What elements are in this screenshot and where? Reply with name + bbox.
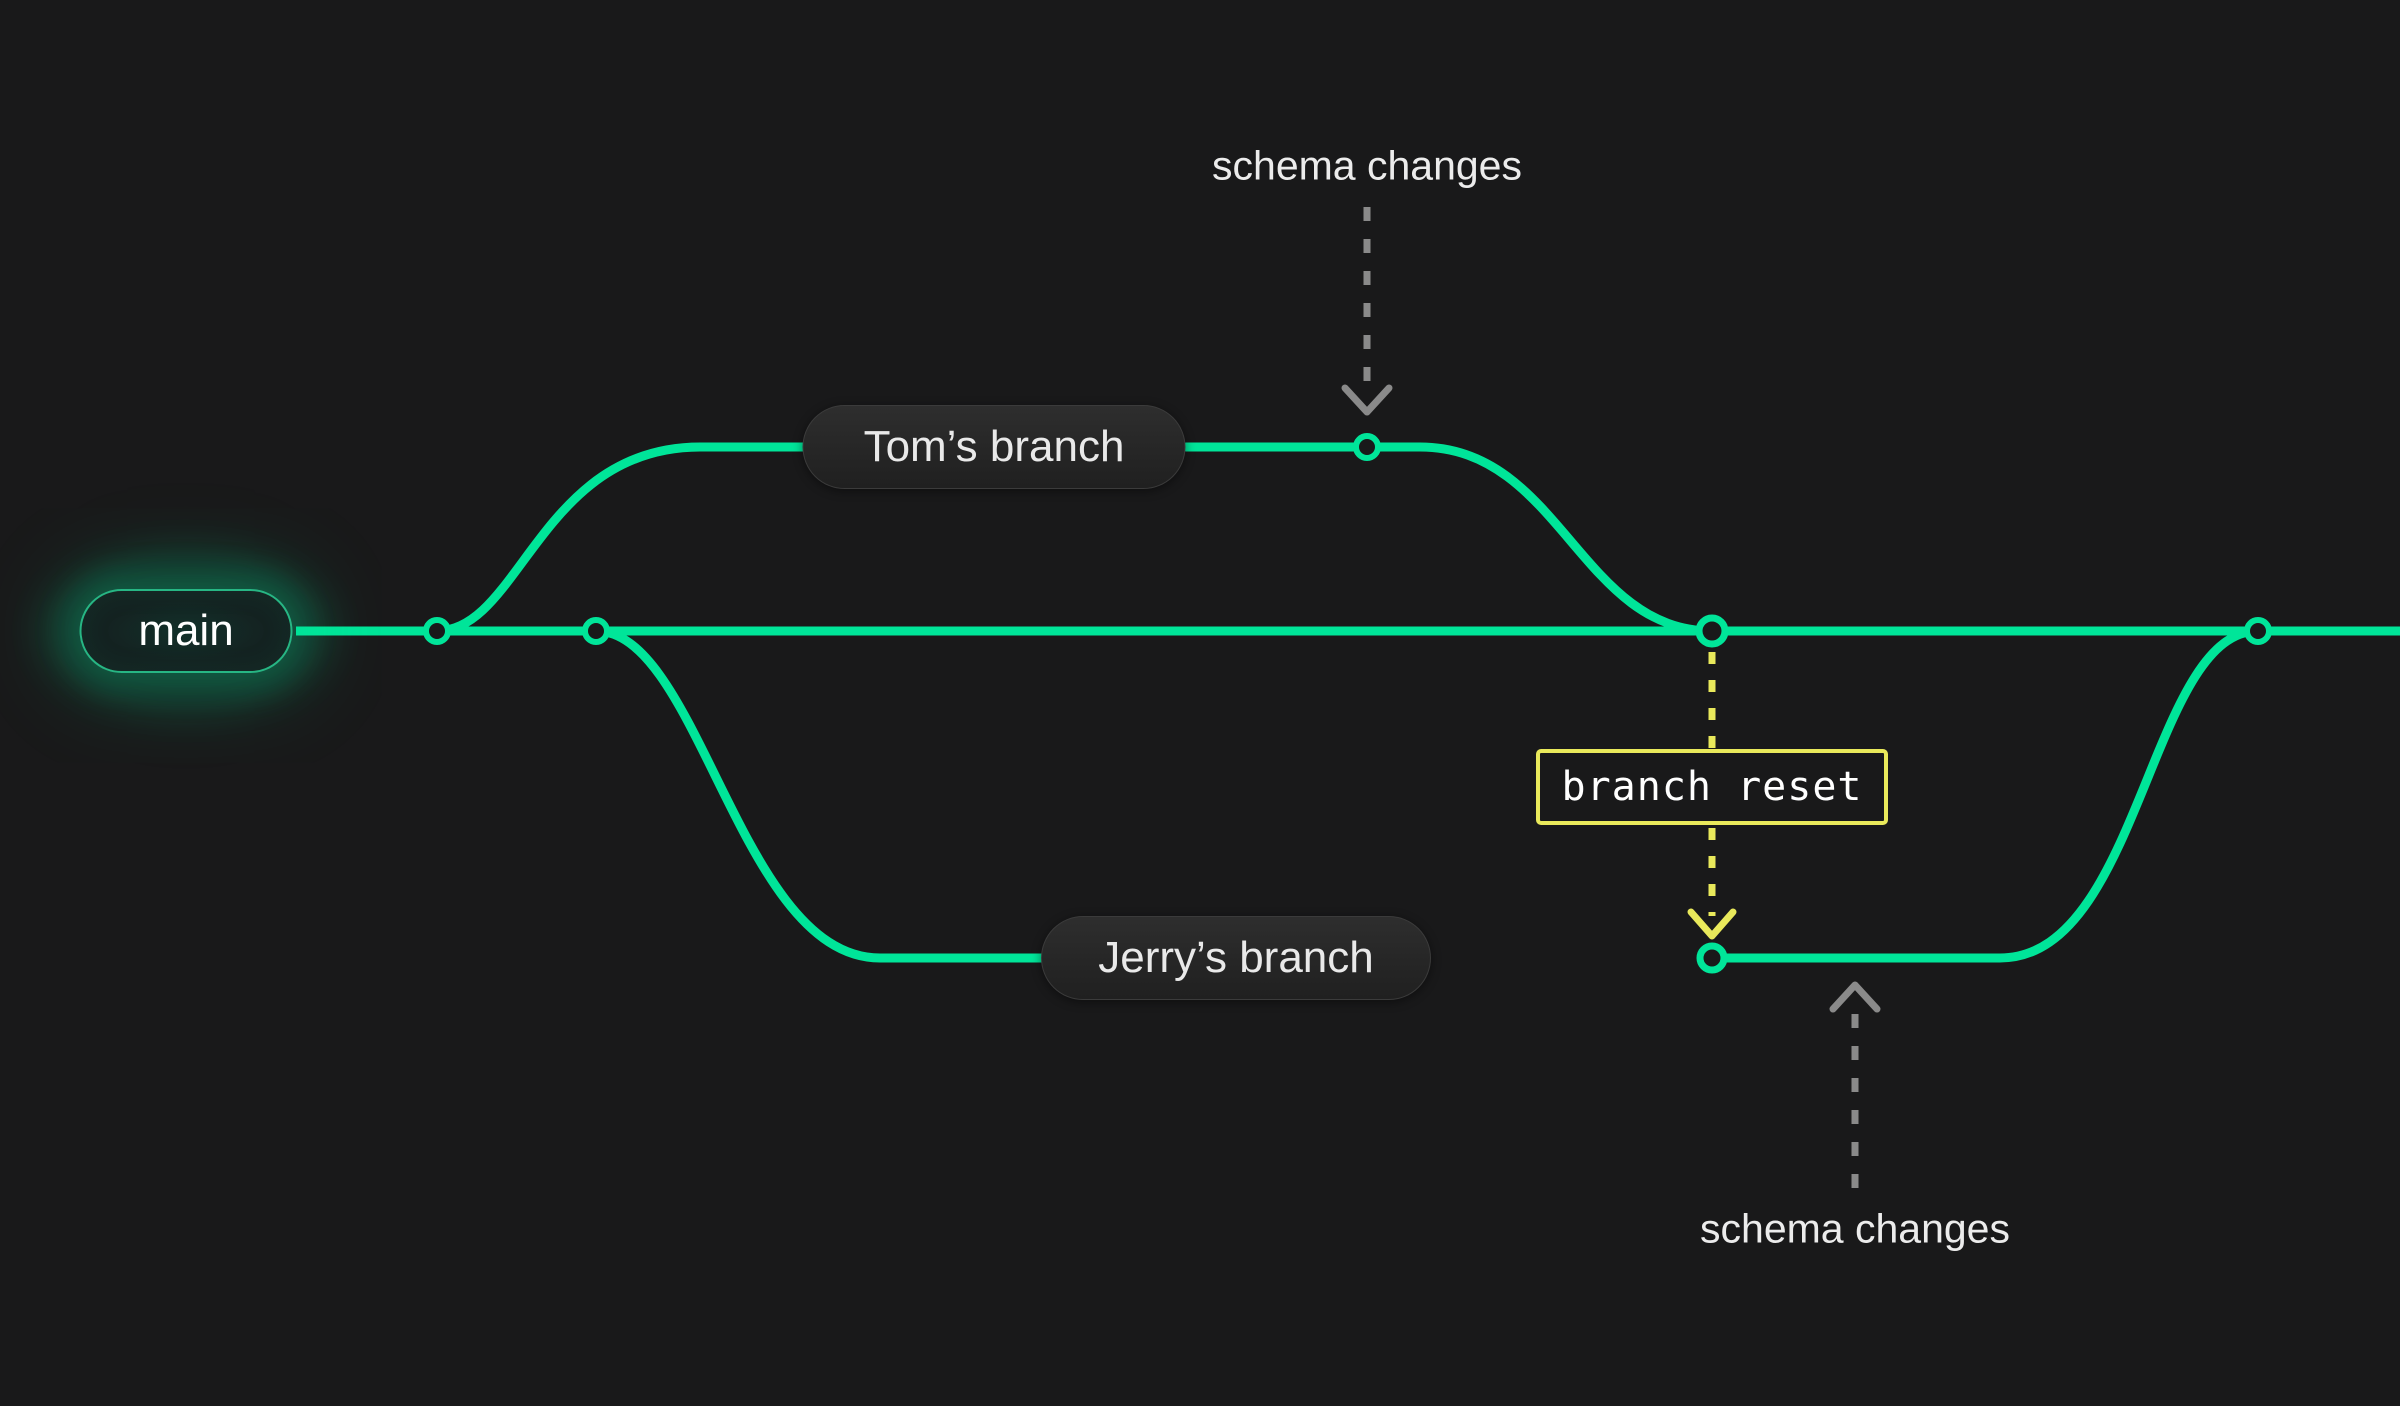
- jerrys-branch-line: [591, 626, 2263, 963]
- arrowhead-down-icon: [1341, 384, 1393, 416]
- callout-branch-reset-label: branch reset: [1561, 764, 1863, 810]
- commit-nodes: [423, 433, 2272, 974]
- arrowhead-up-icon: [1829, 981, 1881, 1013]
- branch-reset-connector: [1687, 652, 1737, 940]
- branch-pill-main-label: main: [138, 606, 234, 655]
- branch-pill-toms-branch[interactable]: Tom’s branch: [802, 405, 1186, 489]
- branch-pill-main[interactable]: main: [79, 589, 293, 673]
- commit-node-toms-schema-changes[interactable]: [1353, 433, 1381, 461]
- commit-node-main-2[interactable]: [582, 617, 610, 645]
- branch-pill-jerrys-branch[interactable]: Jerry’s branch: [1041, 916, 1431, 1000]
- arrowhead-down-yellow-icon: [1687, 908, 1737, 940]
- branch-pill-toms-branch-label: Tom’s branch: [863, 422, 1125, 471]
- schema-changes-bottom-arrow: [1829, 981, 1881, 1188]
- schema-changes-top-arrow: [1341, 207, 1393, 416]
- commit-node-main-merge[interactable]: [1695, 614, 1729, 648]
- commit-node-main-3[interactable]: [2244, 617, 2272, 645]
- commit-node-main-1[interactable]: [423, 617, 451, 645]
- branch-pill-jerrys-branch-label: Jerry’s branch: [1098, 933, 1374, 982]
- toms-branch-line: [432, 442, 1717, 636]
- commit-node-jerrys-reset[interactable]: [1696, 942, 1728, 974]
- annotation-label-schema-changes-top: schema changes: [1212, 142, 1522, 189]
- callout-branch-reset[interactable]: branch reset: [1536, 749, 1888, 825]
- annotation-label-schema-changes-bottom: schema changes: [1700, 1205, 2010, 1252]
